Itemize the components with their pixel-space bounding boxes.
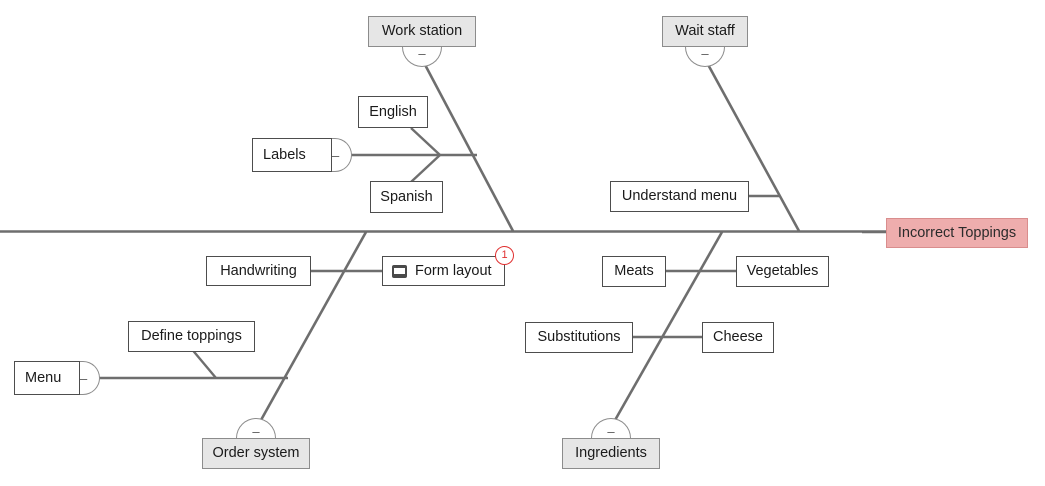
category-work-station-label: Work station [381,23,463,40]
cause-define-toppings[interactable]: Define toppings [128,321,255,352]
bone-work-station [420,58,515,232]
comment-count-badge-value: 1 [501,249,508,261]
bone-wait-staff [703,58,801,232]
cause-cheese[interactable]: Cheese [702,322,774,353]
cause-handwriting[interactable]: Handwriting [206,256,311,286]
collapse-minus-icon: – [701,46,709,61]
cause-form-layout[interactable]: Form layout [382,256,505,286]
collapse-minus-icon: – [607,424,615,439]
collapse-minus-icon: – [252,424,260,439]
collapse-minus-icon: – [80,370,88,386]
cause-handwriting-label: Handwriting [220,262,297,279]
cause-spanish[interactable]: Spanish [370,181,443,213]
cause-define-toppings-label: Define toppings [141,328,242,345]
category-work-station[interactable]: Work station [368,16,476,47]
cause-substitutions[interactable]: Substitutions [525,322,633,353]
comment-count-badge[interactable]: 1 [495,246,514,265]
collapse-minus-icon: – [332,147,340,163]
category-ingredients-label: Ingredients [575,445,647,462]
effect-node-label: Incorrect Toppings [897,224,1017,241]
category-order-system-label: Order system [212,445,300,462]
cause-labels[interactable]: Labels [252,138,332,172]
cause-vegetables-label: Vegetables [746,263,819,280]
link-english [410,127,441,156]
bone-order-system [254,231,368,430]
cause-cheese-label: Cheese [713,329,763,346]
cause-menu[interactable]: Menu [14,361,80,395]
category-order-system[interactable]: Order system [202,438,310,469]
cause-labels-label: Labels [263,146,306,163]
category-wait-staff-label: Wait staff [675,23,735,40]
cause-meats[interactable]: Meats [602,256,666,287]
cause-substitutions-label: Substitutions [537,329,621,346]
cause-spanish-label: Spanish [380,188,433,205]
cause-form-layout-label: Form layout [415,262,492,279]
cause-understand-menu-label: Understand menu [621,188,738,205]
cause-english[interactable]: English [358,96,428,128]
bone-ingredients [608,231,724,430]
cause-meats-label: Meats [614,263,654,280]
category-ingredients[interactable]: Ingredients [562,438,660,469]
link-define-toppings [189,346,217,379]
note-icon [392,264,407,278]
cause-understand-menu[interactable]: Understand menu [610,181,749,212]
collapse-minus-icon: – [418,46,426,61]
effect-node-incorrect-toppings[interactable]: Incorrect Toppings [886,218,1028,248]
cause-english-label: English [369,103,417,120]
category-wait-staff[interactable]: Wait staff [662,16,748,47]
cause-menu-label: Menu [25,369,62,386]
cause-vegetables[interactable]: Vegetables [736,256,829,287]
link-spanish [410,154,441,183]
